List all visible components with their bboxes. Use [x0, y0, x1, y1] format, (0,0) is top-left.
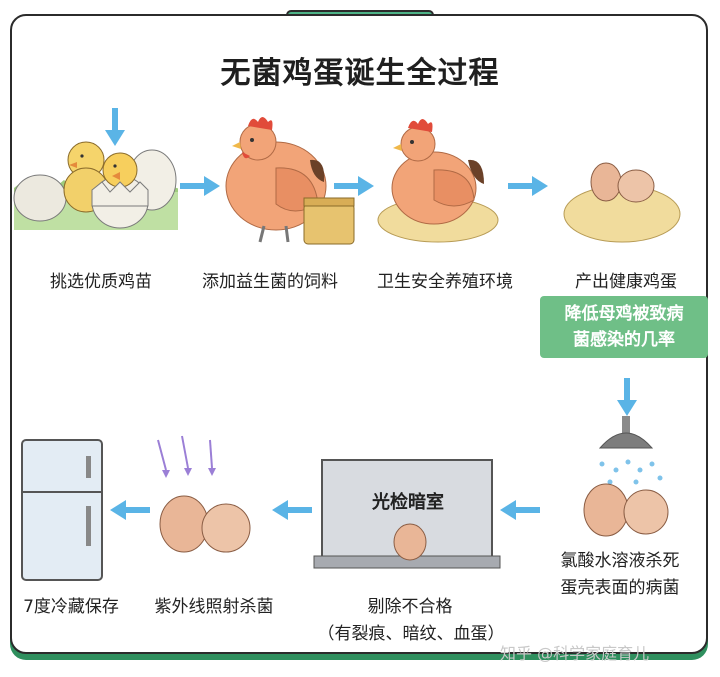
arrow-down-icon: [105, 108, 125, 146]
step-cold-storage-label: 7度冷藏保存: [23, 597, 119, 617]
arrow-left-icon: [500, 500, 540, 520]
arrow-right-icon: [180, 176, 220, 196]
hen-on-nest-illustration: [377, 119, 499, 243]
step-uv-sterilize-label: 紫外线照射杀菌: [154, 597, 274, 617]
highlight-line-2: 菌感染的几率: [573, 330, 675, 350]
candling-dark-room-illustration: [313, 459, 501, 569]
step-chlorine-wash-label-1: 氯酸水溶液杀死: [560, 551, 680, 571]
benefit-highlight-box: 降低母鸡被致病 菌感染的几率: [540, 296, 708, 358]
eggs-in-nest-illustration: [563, 162, 681, 243]
arrow-left-icon: [272, 500, 312, 520]
arrow-left-icon: [110, 500, 150, 520]
step-probiotic-feed-label: 添加益生菌的饲料: [202, 272, 338, 292]
chicks-illustration: [13, 141, 178, 230]
step-reject-detail-label: （有裂痕、暗纹、血蛋）: [317, 624, 505, 644]
watermark-text: 知乎 @科学家庭育儿: [500, 644, 650, 663]
dark-room-label: 光检暗室: [372, 492, 444, 513]
arrow-right-icon: [508, 176, 548, 196]
page-title: 无菌鸡蛋诞生全过程: [220, 56, 500, 91]
shower-eggs-illustration: [583, 416, 669, 537]
hen-with-feed-illustration: [225, 117, 355, 245]
step-reject-label: 剔除不合格: [367, 597, 453, 617]
step-healthy-eggs-label: 产出健康鸡蛋: [575, 272, 677, 292]
arrow-down-icon: [617, 378, 637, 416]
step-chlorine-wash-label-2: 蛋壳表面的病菌: [560, 578, 680, 598]
step-select-chicks-label: 挑选优质鸡苗: [50, 272, 152, 292]
refrigerator-illustration: [21, 439, 103, 581]
arrow-right-icon: [334, 176, 374, 196]
uv-eggs-illustration: [157, 435, 251, 553]
highlight-line-1: 降低母鸡被致病: [564, 304, 684, 324]
step-hygienic-farming-label: 卫生安全养殖环境: [377, 272, 513, 292]
